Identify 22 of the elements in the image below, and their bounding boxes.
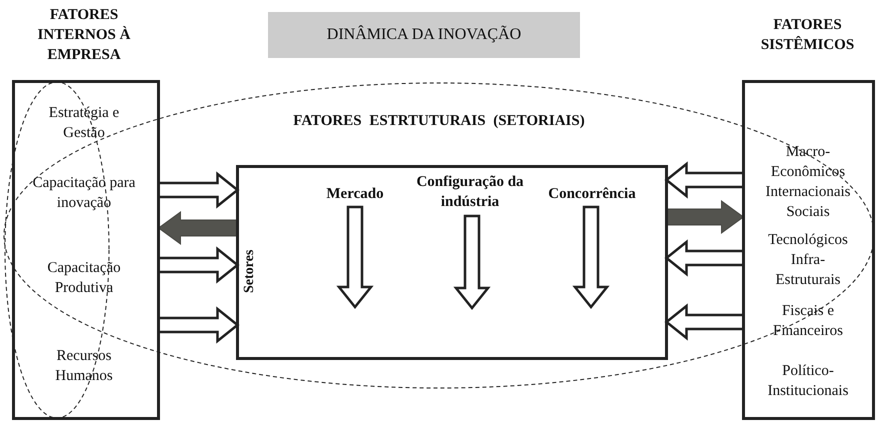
factor-label: Político-Institucionais: [745, 360, 871, 402]
vertical-label: Setores: [241, 249, 258, 292]
factor-label: Capacitação Produtiva: [14, 257, 154, 299]
factor-label: Estratégia e Gestão: [14, 102, 154, 144]
panel-heading: FATORES INTERNOS À EMPRESA: [36, 6, 132, 65]
factor-label: Macro-Econômicos Internacionais Sociais: [745, 140, 871, 224]
hollow-block-arrow: [453, 214, 491, 310]
solid-block-arrow: [158, 211, 238, 245]
title-banner: DINÂMICA DA INOVAÇÃO: [268, 12, 580, 58]
column-heading: Configuração da indústria: [408, 170, 532, 214]
ellipse-heading: FATORES ESTRTUTURAIS (SETORIAIS): [292, 112, 586, 131]
factor-label: Recursos Humanos: [14, 345, 154, 387]
factor-label: Fiscais e Financeiros: [745, 300, 871, 342]
sector-box: [236, 165, 668, 360]
column-heading: Mercado: [310, 183, 400, 205]
solid-block-arrow: [666, 200, 744, 234]
panel-heading: FATORES SISTÊMICOS: [760, 16, 856, 55]
hollow-block-arrow: [336, 206, 374, 309]
factor-label: Tecnológicos Infra-Estruturais: [745, 228, 871, 291]
factor-label: Capacitação para inovação: [14, 172, 154, 214]
hollow-block-arrow: [572, 206, 610, 309]
column-heading: Concorrência: [536, 183, 648, 205]
